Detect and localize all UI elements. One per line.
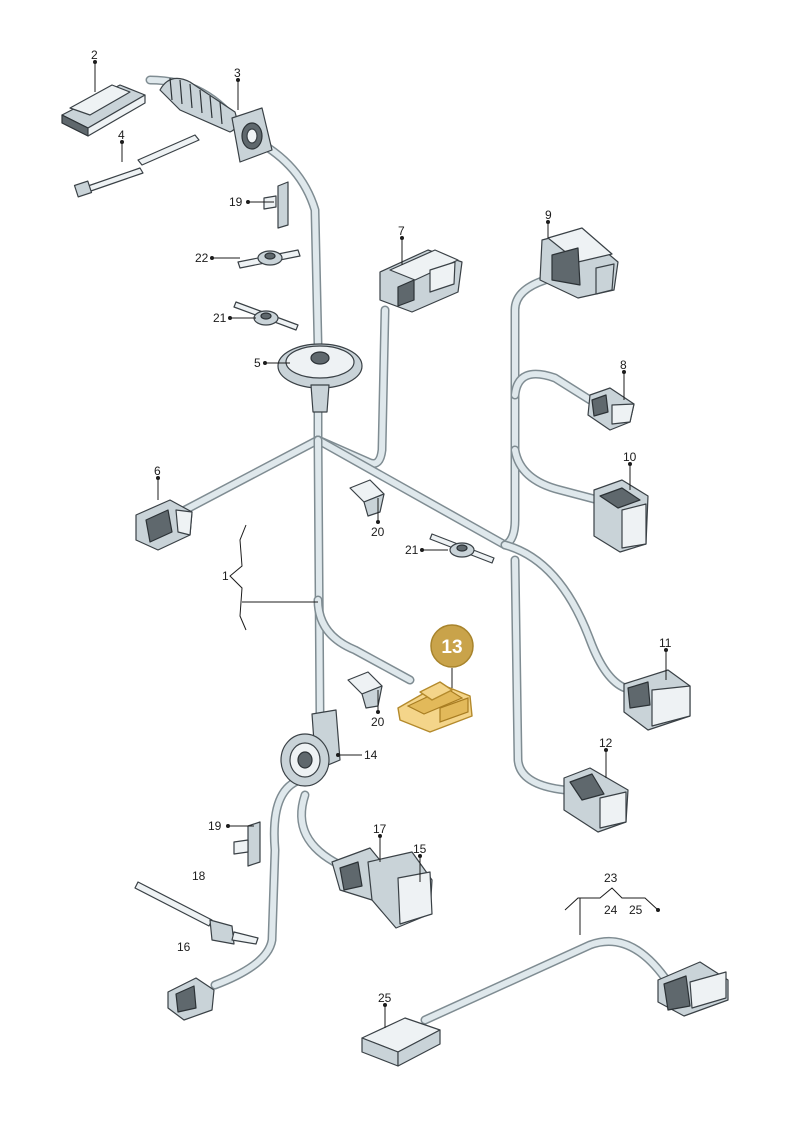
part-23-connector [657, 961, 729, 1017]
callout-18: 18 [192, 869, 206, 883]
callout-23: 23 [604, 871, 618, 885]
part-14-grommet [280, 709, 341, 787]
part-7-connector [379, 249, 463, 313]
callout-11: 11 [659, 636, 672, 650]
callout-9: 9 [545, 208, 552, 222]
callout-labels: 2 3 4 19 7 9 22 21 5 8 10 6 20 21 1 11 2… [91, 48, 672, 1005]
part-15-17-connector [331, 847, 433, 929]
part-2-connector-boot [61, 84, 146, 137]
callout-20-mid: 20 [371, 525, 385, 539]
callout-20-low: 20 [371, 715, 385, 729]
part-25-module [361, 1017, 441, 1067]
callout-10: 10 [623, 450, 637, 464]
part-20-clip-mid [349, 479, 385, 517]
callout-1: 1 [222, 569, 229, 583]
highlight-badge-13[interactable]: 13 [430, 624, 474, 668]
callout-19-top: 19 [229, 195, 243, 209]
callout-19-low: 19 [208, 819, 222, 833]
callout-14: 14 [364, 748, 378, 762]
callout-16: 16 [177, 940, 191, 954]
highlight-badge-circle [430, 624, 474, 668]
callout-22: 22 [195, 251, 209, 265]
part-5-flange [277, 343, 363, 413]
leader-lines [94, 62, 667, 1028]
part-20-clip-low [347, 671, 383, 709]
callout-5: 5 [254, 356, 261, 370]
part-3-grommet [159, 77, 273, 163]
callout-7: 7 [398, 224, 405, 238]
callout-15: 15 [413, 842, 427, 856]
part-12-connector [563, 767, 629, 833]
part-lower-left-connector [167, 977, 215, 1021]
callout-21-mid: 21 [405, 543, 419, 557]
part-19-clip-top [263, 181, 289, 229]
callout-2: 2 [91, 48, 98, 62]
callout-25-top: 25 [629, 903, 643, 917]
callout-17: 17 [373, 822, 387, 836]
part-10-connector [593, 479, 649, 553]
part-13-highlighted-bracket [397, 681, 473, 733]
callout-8: 8 [620, 358, 627, 372]
part-8-connector [587, 387, 635, 431]
callout-25-low: 25 [378, 991, 392, 1005]
part-21-bracket-mid [429, 533, 495, 564]
part-22-bracket [237, 249, 301, 269]
part-16-18-cable-tie [134, 881, 259, 945]
part-9-connector [539, 227, 619, 299]
part-21-bracket-top [233, 301, 299, 331]
callout-3: 3 [234, 66, 241, 80]
part-4-cable-tie [73, 134, 200, 198]
callout-6: 6 [154, 464, 161, 478]
wires [145, 75, 670, 1025]
highlight-badge-label: 13 [441, 637, 462, 658]
leader-dots [93, 60, 668, 1007]
callout-21-top: 21 [213, 311, 227, 325]
part-6-connector [135, 499, 193, 551]
callout-12: 12 [599, 736, 613, 750]
part-11-connector [623, 669, 691, 731]
callout-24: 24 [604, 903, 618, 917]
callout-4: 4 [118, 128, 125, 142]
part-19-clip-low [233, 821, 261, 867]
